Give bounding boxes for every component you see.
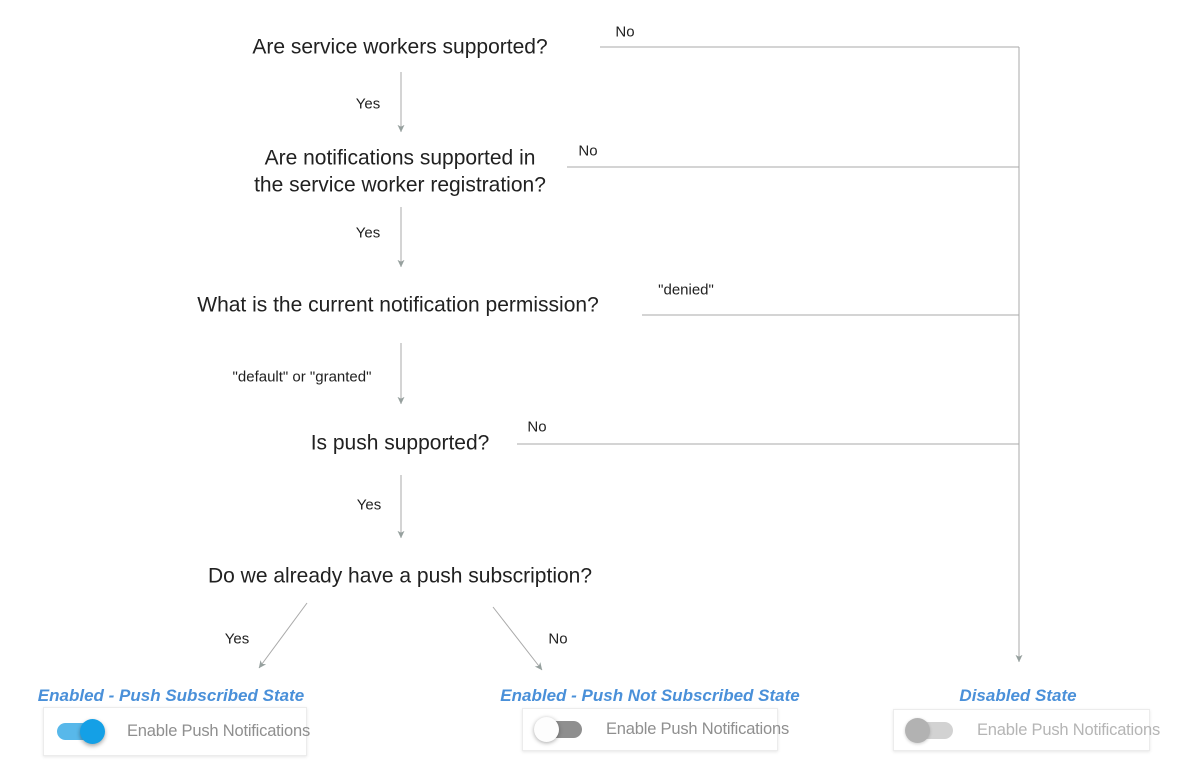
label-q2-yes: Yes	[355, 224, 381, 242]
label-q1-yes: Yes	[355, 95, 381, 113]
label-q3-denied: "denied"	[658, 281, 714, 299]
connector-q5-yes	[258, 602, 308, 669]
enable-push-label: Enable Push Notifications	[606, 720, 790, 738]
push-toggle-disabled[interactable]	[905, 717, 953, 743]
label-q4-no: No	[527, 418, 547, 436]
toggle-knob	[80, 719, 105, 744]
label-q5-yes: Yes	[224, 630, 250, 648]
connector-q5-no	[492, 606, 543, 671]
card-push-subscribed[interactable]: Enable Push Notifications	[43, 707, 311, 756]
question-service-workers: Are service workers supported?	[252, 35, 548, 59]
caption-enabled-push-subscribed: Enabled - Push Subscribed State	[37, 686, 305, 705]
enable-push-label: Enable Push Notifications	[127, 722, 311, 740]
label-q4-yes: Yes	[356, 496, 382, 514]
enable-push-label: Enable Push Notifications	[977, 720, 1161, 739]
caption-enabled-push-not-subscribed: Enabled - Push Not Subscribed State	[500, 686, 800, 705]
card-disabled[interactable]: Enable Push Notifications	[893, 709, 1160, 751]
card-push-not-subscribed[interactable]: Enable Push Notifications	[522, 708, 789, 751]
toggle-knob	[905, 717, 930, 743]
caption-disabled-state: Disabled State	[959, 686, 1077, 705]
label-q1-no: No	[615, 23, 635, 41]
question-notification-permission: What is the current notification permiss…	[197, 293, 599, 317]
label-q3-default-or-granted: "default" or "granted"	[232, 368, 372, 386]
label-q5-no: No	[548, 630, 568, 648]
question-notifications-supported: Are notifications supported in the servi…	[254, 146, 546, 197]
question-push-subscription: Do we already have a push subscription?	[207, 564, 593, 588]
push-toggle-off[interactable]	[534, 717, 582, 742]
push-toggle-on[interactable]	[57, 719, 105, 744]
toggle-knob	[534, 717, 559, 742]
question-push-supported: Is push supported?	[310, 431, 490, 455]
label-q2-no: No	[578, 142, 598, 160]
